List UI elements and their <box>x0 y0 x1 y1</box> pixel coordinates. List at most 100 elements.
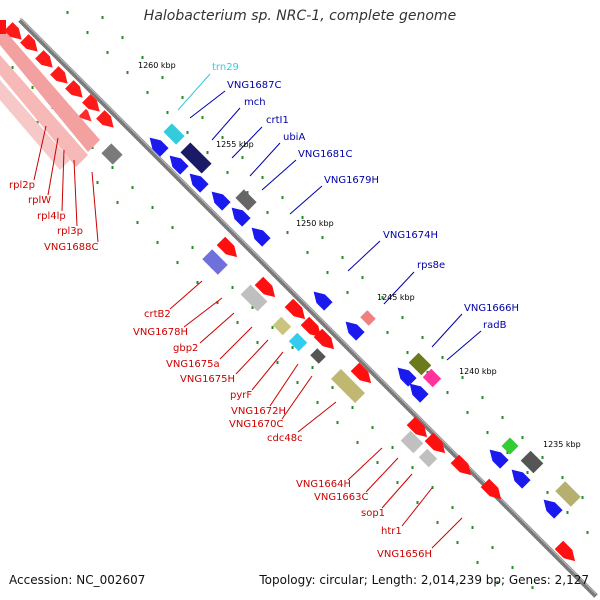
gene-label-mch[interactable]: mch <box>244 97 266 108</box>
gene-label-rps8e[interactable]: rps8e <box>417 260 445 271</box>
grid-dot <box>141 56 144 59</box>
gene-label-trn29[interactable]: trn29 <box>212 62 239 73</box>
grid-dot <box>311 366 314 369</box>
gene-other <box>272 316 292 336</box>
gene-label-vng1670c[interactable]: VNG1670C <box>229 419 284 430</box>
gene-label-pyrf[interactable]: pyrF <box>230 390 252 401</box>
grid-dot <box>376 461 379 464</box>
grid-dot <box>486 431 489 434</box>
gene-other <box>418 448 438 468</box>
gene-label-rplw[interactable]: rplW <box>28 195 51 206</box>
gene-forward <box>406 416 428 438</box>
grid-dot <box>176 261 179 264</box>
grid-dot <box>531 586 534 589</box>
grid-dot <box>121 36 124 39</box>
grid-dot <box>431 486 434 489</box>
grid-dot <box>146 91 149 94</box>
grid-dot <box>331 386 334 389</box>
grid-dot <box>586 531 589 534</box>
gene-label-crti1[interactable]: crtI1 <box>266 115 289 126</box>
gene-label-ubia[interactable]: ubiA <box>283 132 305 143</box>
map-title: Halobacterium sp. NRC-1, complete genome <box>143 8 457 24</box>
gene-label-vng1675h[interactable]: VNG1675H <box>180 374 235 385</box>
label-leader-line <box>431 517 463 549</box>
grid-dot <box>521 436 524 439</box>
grid-dot <box>301 216 304 219</box>
gene-label-crtb2[interactable]: crtB2 <box>144 309 171 320</box>
grid-dot <box>236 321 239 324</box>
gene-label-cdc48c[interactable]: cdc48c <box>267 433 303 444</box>
grid-dot <box>326 271 329 274</box>
grid-dot <box>511 566 514 569</box>
gene-reverse <box>149 137 169 157</box>
grid-dot <box>411 466 414 469</box>
grid-dot <box>251 306 254 309</box>
gene-label-radb[interactable]: radB <box>483 320 507 331</box>
gene-other <box>555 481 581 507</box>
gene-label-sop1[interactable]: sop1 <box>361 508 385 519</box>
gene-forward <box>480 478 502 500</box>
grid-dot <box>191 246 194 249</box>
grid-dot <box>441 356 444 359</box>
grid-dot <box>421 336 424 339</box>
label-leader-line <box>401 487 433 527</box>
gene-forward <box>216 236 238 258</box>
gene-label-rpl2p[interactable]: rpl2p <box>9 180 35 191</box>
grid-dot <box>111 166 114 169</box>
grid-dot <box>541 456 544 459</box>
grid-dot <box>261 176 264 179</box>
tick-label: 1250 kbp <box>296 219 334 228</box>
grid-dot <box>416 501 419 504</box>
gene-label-htr1[interactable]: htr1 <box>381 526 402 537</box>
gene-label-vng1666h[interactable]: VNG1666H <box>464 303 519 314</box>
gene-label-vng1672h[interactable]: VNG1672H <box>231 406 286 417</box>
grid-dot <box>66 11 69 14</box>
gene-forward <box>4 22 22 40</box>
gene-forward <box>313 328 335 350</box>
label-leader-line <box>219 326 253 360</box>
grid-dot <box>401 316 404 319</box>
grid-dot <box>436 521 439 524</box>
grid-dot <box>161 76 164 79</box>
label-leader-line <box>446 330 482 361</box>
gene-other <box>331 369 365 403</box>
gene-label-rpl4lp[interactable]: rpl4lp <box>37 211 66 222</box>
gene-other <box>501 437 519 455</box>
gene-label-vng1679h[interactable]: VNG1679H <box>324 175 379 186</box>
gene-label-rpl3p[interactable]: rpl3p <box>57 226 83 237</box>
gene-forward <box>450 454 472 476</box>
grid-dot <box>286 231 289 234</box>
gene-label-vng1674h[interactable]: VNG1674H <box>383 230 438 241</box>
gene-forward <box>254 276 276 298</box>
grid-dot <box>96 181 99 184</box>
genome-summary-text: Topology: circular; Length: 2,014,239 bp… <box>259 573 589 587</box>
label-leader-line <box>47 137 59 196</box>
tick-label: 1235 kbp <box>543 440 581 449</box>
label-leader-line <box>33 125 47 181</box>
label-leader-line <box>365 457 399 493</box>
gene-label-gbp2[interactable]: gbp2 <box>173 343 198 354</box>
gene-label-vng1678h[interactable]: VNG1678H <box>133 327 188 338</box>
grid-dot <box>306 251 309 254</box>
gene-label-vng1687c[interactable]: VNG1687C <box>227 80 282 91</box>
tick-label: 1260 kbp <box>138 61 176 70</box>
gene-label-vng1675a[interactable]: VNG1675a <box>166 359 220 370</box>
grid-dot <box>256 341 259 344</box>
gene-label-vng1663c[interactable]: VNG1663C <box>314 492 369 503</box>
gene-label-vng1688c[interactable]: VNG1688C <box>44 242 99 253</box>
grid-dot <box>291 346 294 349</box>
grid-dot <box>426 371 429 374</box>
grid-dot <box>271 326 274 329</box>
label-leader-line <box>61 149 65 212</box>
gene-reverse <box>489 449 509 469</box>
grid-dot <box>491 546 494 549</box>
gene-block-faded <box>0 55 88 167</box>
grid-dot <box>471 526 474 529</box>
gene-label-vng1681c[interactable]: VNG1681C <box>298 149 353 160</box>
gene-label-vng1664h[interactable]: VNG1664H <box>296 479 351 490</box>
grid-dot <box>281 196 284 199</box>
grid-dot <box>201 116 204 119</box>
grid-dot <box>501 416 504 419</box>
gene-label-vng1656h[interactable]: VNG1656H <box>377 549 432 560</box>
